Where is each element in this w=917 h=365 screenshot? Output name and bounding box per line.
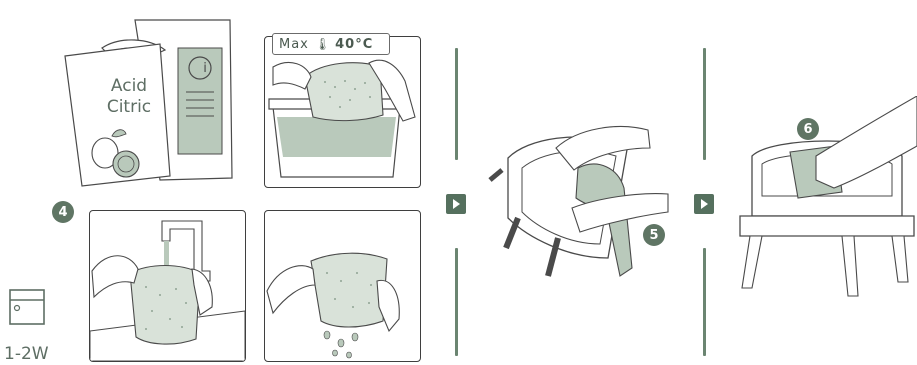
max-label: Max <box>279 37 309 52</box>
wipe-base-illustration <box>732 96 917 306</box>
info-icon: i <box>194 58 216 80</box>
rinse-illustration <box>90 211 245 361</box>
soak-illustration <box>265 37 420 187</box>
max-temperature-tag: Max 🌡 40°C <box>272 33 390 55</box>
reattach-cloth-illustration <box>488 108 678 283</box>
calendar-icon <box>8 288 48 328</box>
wring-panel <box>264 210 421 362</box>
step-5-badge: 5 <box>643 224 665 246</box>
divider-line-2-bottom <box>703 248 706 356</box>
rinse-panel <box>89 210 246 362</box>
soak-panel <box>264 36 421 188</box>
step-4-badge: 4 <box>52 201 74 223</box>
divider-line-1-bottom <box>455 248 458 356</box>
wring-illustration <box>265 211 420 361</box>
step-6-badge: 6 <box>797 118 819 140</box>
next-arrow-2-icon <box>694 194 714 214</box>
max-temperature-value: 40°C <box>335 37 373 52</box>
frequency-label: 1-2W <box>4 344 49 364</box>
sachet-label-line2: Citric <box>94 97 164 118</box>
divider-line-1-top <box>455 48 458 160</box>
sachet-label-line1: Acid <box>94 76 164 97</box>
thermometer-icon: 🌡 <box>315 37 331 51</box>
sachet-label: Acid Citric <box>94 76 164 118</box>
next-arrow-1-icon <box>446 194 466 214</box>
divider-line-2-top <box>703 48 706 160</box>
